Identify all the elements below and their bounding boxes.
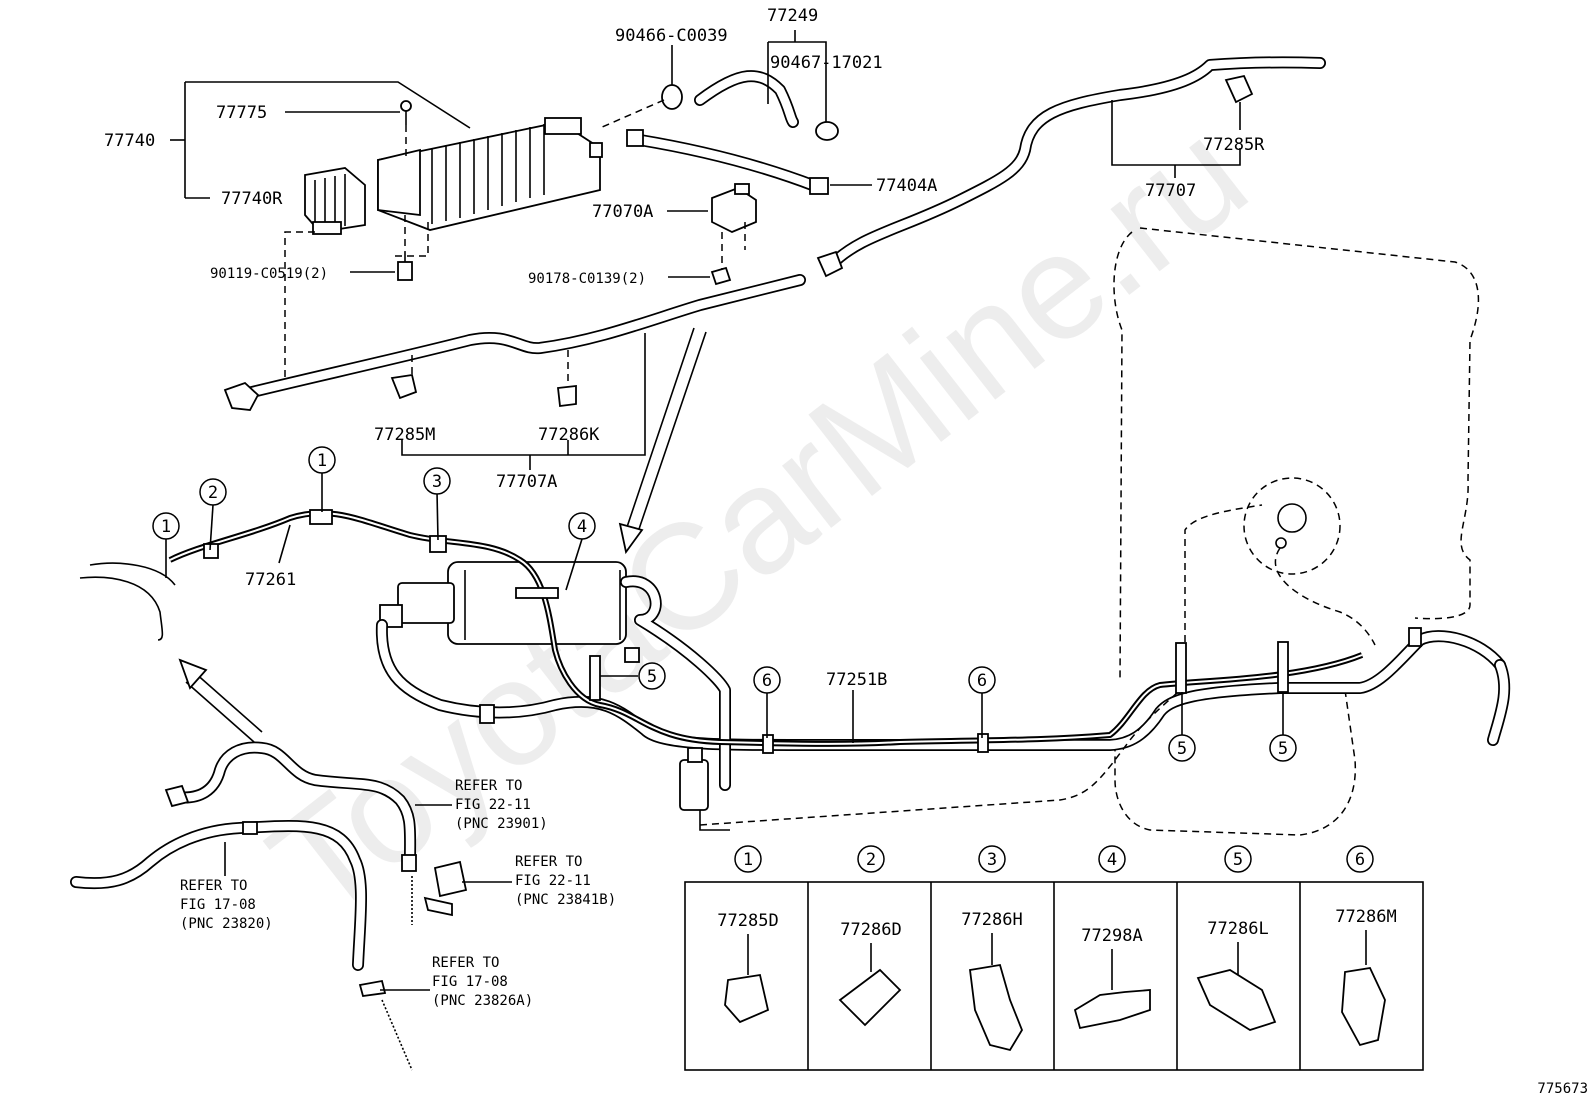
legend-num-4: 4 [1107,850,1117,870]
label-90178-C0139: 90178-C0139(2) [528,271,646,287]
tube-77707[interactable] [816,56,1326,278]
legend-num-6: 6 [1355,850,1365,870]
callout-1b: 1 [317,451,327,471]
callout-leaders [165,473,1284,743]
label-77285R: 77285R [1203,135,1265,155]
label-77251B: 77251B [826,670,887,690]
hose-77404A[interactable] [626,129,872,195]
label-77707A: 77707A [496,472,557,492]
ref-3-line2: FIG 17-08 [180,897,256,913]
label-77249: 77249 [767,6,818,26]
tube-77707A[interactable] [223,274,806,470]
legend-num-2: 2 [866,850,876,870]
reference-fuel-lines[interactable] [70,741,512,1071]
label-90119-C0519: 90119-C0519(2) [210,266,328,282]
ref-4-line1: REFER TO [432,955,499,971]
pipe-clips [479,627,1422,754]
legend-num-3: 3 [987,850,997,870]
label-77070A: 77070A [592,202,653,222]
legend-part-6: 77286M [1335,907,1396,927]
legend-part-3: 77286H [961,910,1022,930]
ref-2-line1: REFER TO [515,854,582,870]
legend-part-2: 77286D [840,920,901,940]
ref-1-line3: (PNC 23901) [455,816,548,832]
callout-3: 3 [432,472,442,492]
label-77286K: 77286K [538,425,600,445]
label-77707: 77707 [1145,181,1196,201]
wire-harness-77261[interactable] [79,509,1364,747]
ref-2-line3: (PNC 23841B) [515,892,616,908]
legend-cell-4: 4 77298A [1073,845,1151,1030]
callout-5c: 5 [1278,739,1288,759]
fuel-tank-outline [1113,227,1480,836]
callout-6a: 6 [762,671,772,691]
legend-part-1: 77285D [717,911,778,931]
legend-num-1: 1 [743,850,753,870]
legend-part-5: 77286L [1207,919,1268,939]
label-77285M: 77285M [374,425,435,445]
reference-texts: REFER TO FIG 22-11 (PNC 23901) REFER TO … [180,778,616,1009]
charcoal-canister-assembly[interactable] [170,81,603,380]
view-arrow-down [618,327,707,555]
legend-part-4: 77298A [1081,926,1142,946]
ref-1-line1: REFER TO [455,778,522,794]
clip-legend-table: 1 77285D 2 77286D 3 77286H 4 77298A [684,845,1424,1071]
label-77740R: 77740R [221,189,283,209]
callout-5a: 5 [647,667,657,687]
callout-circles: 1 2 1 3 4 5 6 6 5 5 [152,446,1297,762]
label-77404A: 77404A [876,176,937,196]
callout-6b: 6 [977,671,987,691]
label-90467-17021: 90467-17021 [770,53,883,73]
label-90466-C0039: 90466-C0039 [615,26,728,46]
legend-cell-3: 3 77286H [961,845,1024,1052]
legend-cell-6: 6 77286M [1335,845,1397,1047]
ref-1-line2: FIG 22-11 [455,797,531,813]
callout-5b: 5 [1177,739,1187,759]
label-77261: 77261 [245,570,296,590]
legend-cell-2: 2 77286D [838,845,902,1027]
fuel-pump-opening [1243,477,1341,575]
ref-3-line3: (PNC 23820) [180,916,273,932]
figure-number: 775673 [1537,1081,1588,1097]
legend-cell-1: 1 77285D [717,845,779,1024]
callout-4: 4 [577,517,587,537]
label-77775: 77775 [216,103,267,123]
ref-4-line2: FIG 17-08 [432,974,508,990]
callout-2: 2 [208,483,218,503]
ref-3-line1: REFER TO [180,878,247,894]
callout-1a: 1 [161,517,171,537]
ref-2-line2: FIG 22-11 [515,873,591,889]
legend-num-5: 5 [1233,850,1243,870]
canister-lower[interactable] [379,561,627,645]
legend-cell-5: 5 77286L [1196,845,1277,1031]
valve-77070A[interactable] [667,183,757,286]
hose-77249[interactable] [599,30,839,141]
ref-4-line3: (PNC 23826A) [432,993,533,1009]
top-labels: 77249 90466-C0039 90467-17021 77775 7774… [104,6,1265,492]
view-arrow-up-left [178,658,263,743]
label-77740: 77740 [104,131,155,151]
